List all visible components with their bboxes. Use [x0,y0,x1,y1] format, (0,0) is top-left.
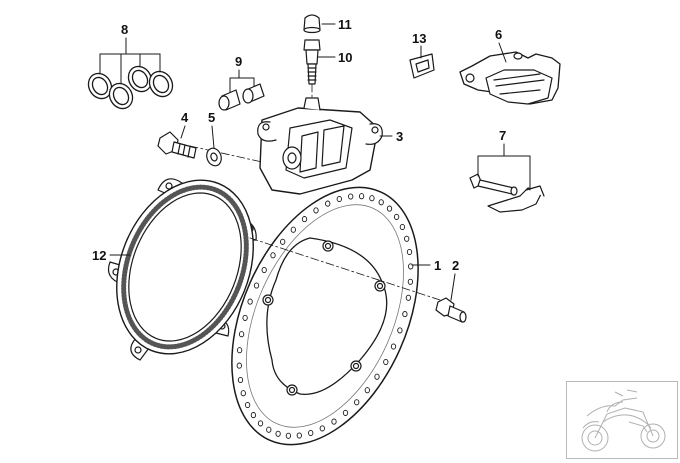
disc-hole [383,358,389,366]
motorcycle-outline-icon [581,389,666,452]
disc-hole [261,266,267,274]
disc-hole [399,223,406,231]
callout-13: 13 [412,31,426,46]
callout-11: 11 [338,17,352,32]
brake-pads [459,51,561,105]
disc-hole [331,418,337,425]
disc-hole [358,193,365,200]
spring-clip [409,53,435,79]
disc-hole [236,362,242,369]
disc-hole [290,226,296,233]
disc-hole [301,216,308,223]
disc-hole [369,195,375,202]
seal-rings [87,65,174,110]
caliper-bolt [157,131,197,159]
callout-10: 10 [338,50,352,65]
callout-9: 9 [235,54,242,69]
disc-hole [342,409,349,416]
washer [206,147,222,167]
callout-labels: 8 9 11 10 13 6 4 5 3 7 12 1 2 [92,17,506,273]
disc-hole [275,430,281,437]
callout-3: 3 [396,129,403,144]
disc-hole [280,238,286,245]
disc-hole [354,399,360,406]
callout-4: 4 [181,110,189,125]
disc-hole [407,278,414,285]
disc-hole [270,252,276,259]
brake-caliper [257,97,383,195]
disc-hole [336,195,342,203]
disc-hole [404,235,410,242]
guide-bushes [218,83,265,111]
disc-hole [348,193,354,200]
disc-hole [405,294,412,301]
bleeder-screw [303,39,321,85]
abs-sensor-ring [107,178,257,361]
disc-hole [378,199,384,206]
disc-hole [390,343,397,350]
callout-7: 7 [499,128,506,143]
disc-hole [393,213,400,220]
disc-hole [319,425,325,432]
disc-hole [250,412,257,419]
callout-8: 8 [121,22,128,37]
disc-hole [296,432,302,439]
disc-hole [313,207,319,214]
disc-hole [374,373,380,380]
disc-hole [240,390,246,397]
brake-disc [231,186,419,446]
callout-12: 12 [92,248,106,263]
disc-hole [244,401,251,409]
disc-hole [247,298,253,305]
dust-cap [303,14,321,34]
disc-hole [238,331,245,338]
disc-hole [257,420,264,427]
callout-1: 1 [434,258,441,273]
callout-5: 5 [208,110,215,125]
disc-hole [402,311,408,318]
motorcycle-thumbnail [566,381,678,459]
disc-hole [386,205,393,212]
disc-hole [253,282,260,289]
disc-hole [308,429,314,437]
disc-hole [237,376,244,384]
callout-2: 2 [452,258,459,273]
pad-pin-and-spring [469,173,545,213]
disc-hole [266,426,272,433]
disc-bolt [435,297,467,323]
disc-hole [325,200,331,207]
leader-lines [99,23,531,301]
disc-hole [285,432,292,439]
disc-hole [397,327,403,334]
disc-hole [242,314,248,321]
disc-hole [364,387,370,394]
disc-hole [406,248,413,256]
callout-6: 6 [495,27,502,42]
disc-hole [236,347,243,354]
